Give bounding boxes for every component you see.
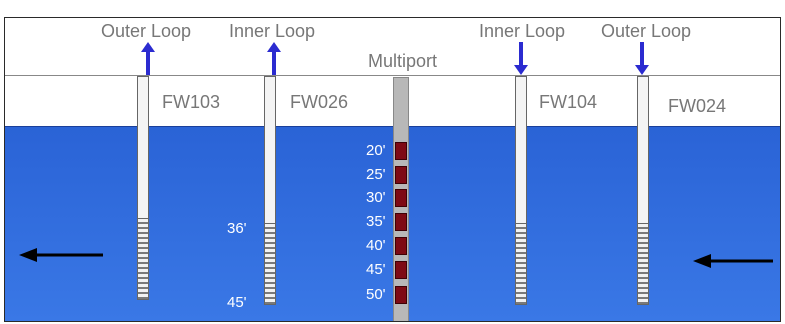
well-casing-fw103: [137, 76, 149, 219]
sky-band: [5, 18, 780, 75]
port-marker: [395, 286, 407, 304]
port-marker: [395, 237, 407, 255]
loop-label-fw026: Inner Loop: [229, 21, 316, 41]
screen-bottom-depth: 45': [227, 294, 247, 311]
down-arrow-icon: [514, 42, 528, 75]
port-depth-label: 25': [366, 166, 386, 183]
well-screen-fw104: [515, 223, 527, 305]
well-casing-fw026: [264, 76, 276, 224]
aquifer-band: [5, 126, 780, 321]
port-depth-label: 50': [366, 286, 386, 303]
well-casing-fw104: [515, 76, 527, 224]
port-marker: [395, 166, 407, 184]
loop-label-fw024: Outer Loop: [601, 21, 692, 41]
up-arrow-icon: [267, 42, 281, 75]
left-arrow-icon: [19, 248, 103, 262]
diagram-frame: Outer Loop Inner Loop Inner Loop Outer L…: [4, 17, 781, 322]
screen-top-depth: 36': [227, 220, 247, 237]
loop-label-fw103: Outer Loop: [101, 21, 192, 41]
port-depth-label: 35': [366, 213, 386, 230]
multiport-label: Multiport: [368, 51, 438, 71]
up-arrow-icon: [141, 42, 155, 75]
well-label-fw103: FW103: [162, 92, 221, 112]
loop-label-fw104: Inner Loop: [479, 21, 566, 41]
port-depth-label: 20': [366, 142, 386, 159]
multiport-well: [393, 77, 409, 321]
port-marker: [395, 261, 407, 279]
port-depth-label: 30': [366, 189, 386, 206]
port-depth-label: 45': [366, 261, 386, 278]
port-depth-label: 40': [366, 237, 386, 254]
well-label-fw026: FW026: [290, 92, 349, 112]
port-marker: [395, 213, 407, 231]
port-marker: [395, 142, 407, 160]
well-screen-fw103: [137, 218, 149, 300]
well-casing-fw024: [637, 76, 649, 224]
port-marker: [395, 189, 407, 207]
well-label-fw024: FW024: [668, 96, 727, 116]
well-screen-fw026: [264, 223, 276, 305]
well-screen-fw024: [637, 223, 649, 305]
down-arrow-icon: [635, 42, 649, 75]
well-label-fw104: FW104: [539, 92, 598, 112]
ground-band: [5, 75, 780, 126]
left-arrow-icon: [693, 254, 773, 268]
